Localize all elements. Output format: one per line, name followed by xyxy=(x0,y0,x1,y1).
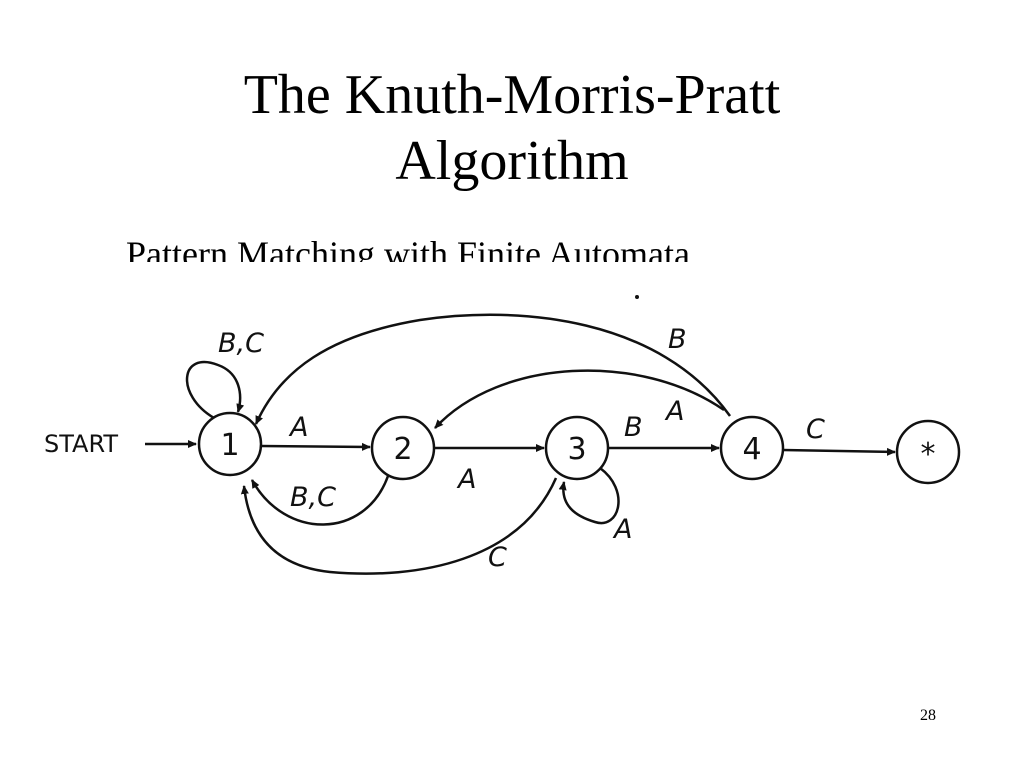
state-1-label: 1 xyxy=(220,428,239,463)
edge-loop-3 xyxy=(558,466,620,525)
state-1: 1 xyxy=(197,411,263,477)
state-3-label: 3 xyxy=(567,432,586,467)
speck-mark xyxy=(635,295,639,299)
subtitle: Pattern Matching with Finite Automata xyxy=(126,234,690,262)
edge-loop-1 xyxy=(185,360,245,420)
start-label: START xyxy=(44,430,118,458)
slide-title: The Knuth-Morris-Pratt Algorithm xyxy=(0,62,1024,194)
state-4: 4 xyxy=(719,415,785,481)
state-accept-label: * xyxy=(921,437,936,472)
edge-3-1-label: C xyxy=(488,542,507,573)
state-2-label: 2 xyxy=(393,432,412,467)
subtitle-container: Pattern Matching with Finite Automata xyxy=(0,226,1024,262)
state-3: 3 xyxy=(544,415,610,481)
state-accept: * xyxy=(895,419,961,485)
state-2: 2 xyxy=(370,415,436,481)
edge-4-1 xyxy=(254,313,732,425)
edge-4-2 xyxy=(434,369,725,429)
edge-1-2-label: A xyxy=(288,412,308,443)
edge-2-1-label: B,C xyxy=(290,482,336,513)
edge-4-accept xyxy=(782,447,896,456)
edge-loop-3-label: A xyxy=(612,514,632,545)
edge-2-3-label: A xyxy=(456,464,476,495)
edge-3-4-label: B xyxy=(624,412,643,443)
edge-3-1 xyxy=(240,477,558,575)
edge-4-accept-label: C xyxy=(806,414,825,445)
edge-loop-1-label: B,C xyxy=(218,328,264,359)
edge-2-1 xyxy=(250,475,390,526)
edge-1-2 xyxy=(260,442,371,451)
title-line-2: Algorithm xyxy=(395,130,629,192)
edge-4-1-label: B xyxy=(668,324,687,355)
state-4-label: 4 xyxy=(742,432,761,467)
edge-4-2-label: A xyxy=(664,396,684,427)
title-line-1: The Knuth-Morris-Pratt xyxy=(243,64,781,126)
page-number: 28 xyxy=(920,707,936,724)
